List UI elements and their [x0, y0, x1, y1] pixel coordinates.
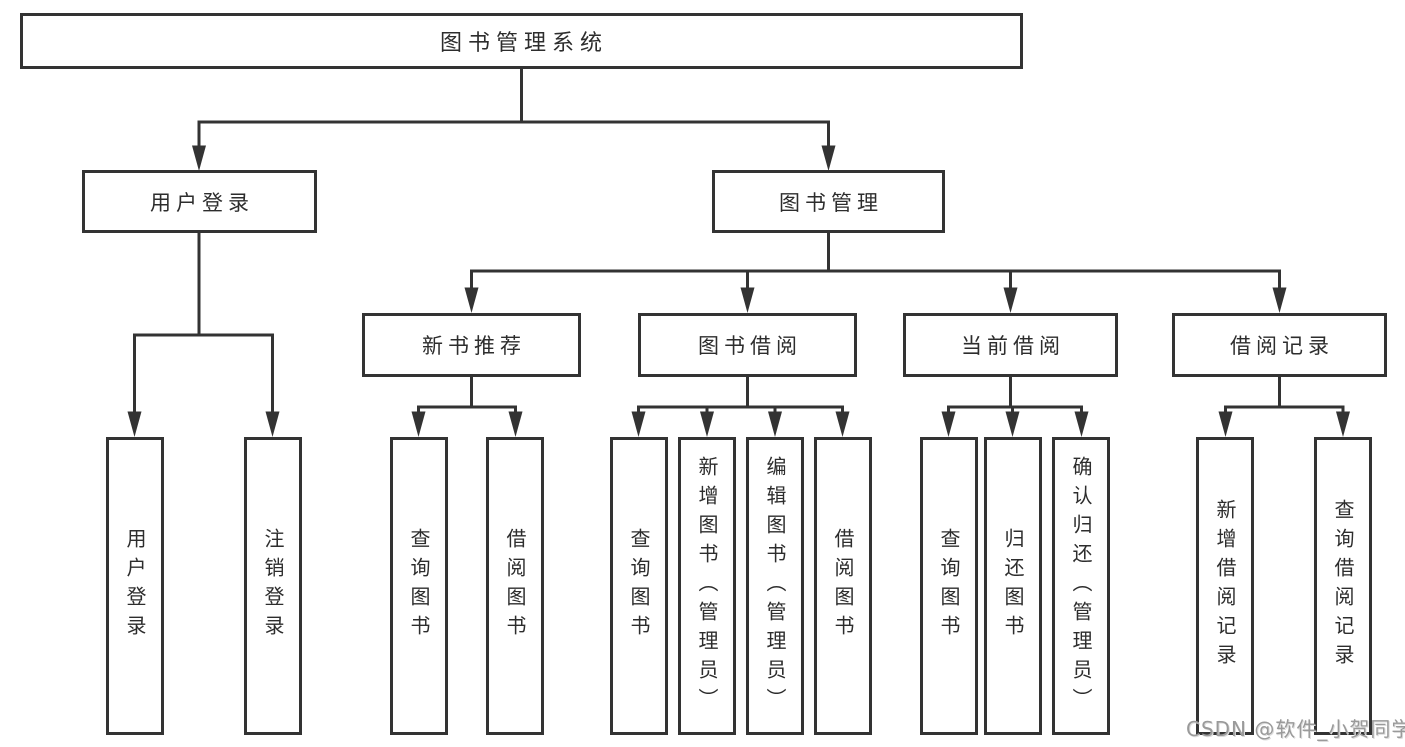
leaf-confirm-return-admin-label: 确认归还（管理员） — [1069, 455, 1093, 717]
node-book-borrow: 图书借阅 — [638, 313, 857, 377]
leaf-borrow-book: 借阅图书 — [814, 437, 872, 735]
node-borrow-record-label: 借阅记录 — [1230, 334, 1334, 358]
node-new-book-rec: 新书推荐 — [362, 313, 581, 377]
leaf-add-borrow-record-label: 新增借阅记录 — [1213, 499, 1237, 673]
leaf-add-book-admin: 新增图书（管理员） — [678, 437, 736, 735]
leaf-query-borrow-record: 查询借阅记录 — [1314, 437, 1372, 735]
node-root: 图书管理系统 — [20, 13, 1023, 69]
leaf-query-book-rec-label: 查询图书 — [407, 528, 431, 644]
leaf-query-book-borrow: 查询图书 — [610, 437, 668, 735]
leaf-borrow-book-rec: 借阅图书 — [486, 437, 544, 735]
node-book-mgmt-label: 图书管理 — [779, 190, 883, 215]
leaf-confirm-return-admin: 确认归还（管理员） — [1052, 437, 1110, 735]
leaf-borrow-book-label: 借阅图书 — [831, 528, 855, 644]
node-current-borrow-label: 当前借阅 — [961, 334, 1065, 358]
leaf-query-book-borrow-label: 查询图书 — [627, 528, 651, 644]
leaf-query-book-rec: 查询图书 — [390, 437, 448, 735]
connector-paths — [133, 67, 1345, 416]
node-book-borrow-label: 图书借阅 — [698, 334, 802, 358]
leaf-user-login-label: 用户登录 — [123, 528, 147, 644]
node-root-label: 图书管理系统 — [439, 31, 608, 56]
leaf-user-login: 用户登录 — [106, 437, 164, 735]
node-user-login-label: 用户登录 — [150, 190, 254, 215]
node-borrow-record: 借阅记录 — [1172, 313, 1387, 377]
leaf-borrow-book-rec-label: 借阅图书 — [503, 528, 527, 644]
leaf-query-book-current-label: 查询图书 — [937, 528, 961, 644]
leaf-edit-book-admin-label: 编辑图书（管理员） — [763, 455, 787, 717]
leaf-add-book-admin-label: 新增图书（管理员） — [695, 455, 719, 717]
leaf-edit-book-admin: 编辑图书（管理员） — [746, 437, 804, 735]
leaf-logout-label: 注销登录 — [261, 528, 285, 644]
leaf-query-borrow-record-label: 查询借阅记录 — [1331, 499, 1355, 673]
watermark: CSDN @软件_小贺同学 — [1186, 717, 1405, 741]
leaf-add-borrow-record: 新增借阅记录 — [1196, 437, 1254, 735]
node-book-mgmt: 图书管理 — [712, 170, 945, 233]
leaf-return-book-label: 归还图书 — [1001, 528, 1025, 644]
node-current-borrow: 当前借阅 — [903, 313, 1118, 377]
arrowheads — [127, 145, 1350, 437]
leaf-logout: 注销登录 — [244, 437, 302, 735]
leaf-return-book: 归还图书 — [984, 437, 1042, 735]
node-user-login: 用户登录 — [82, 170, 317, 233]
node-new-book-rec-label: 新书推荐 — [422, 334, 526, 358]
leaf-query-book-current: 查询图书 — [920, 437, 978, 735]
